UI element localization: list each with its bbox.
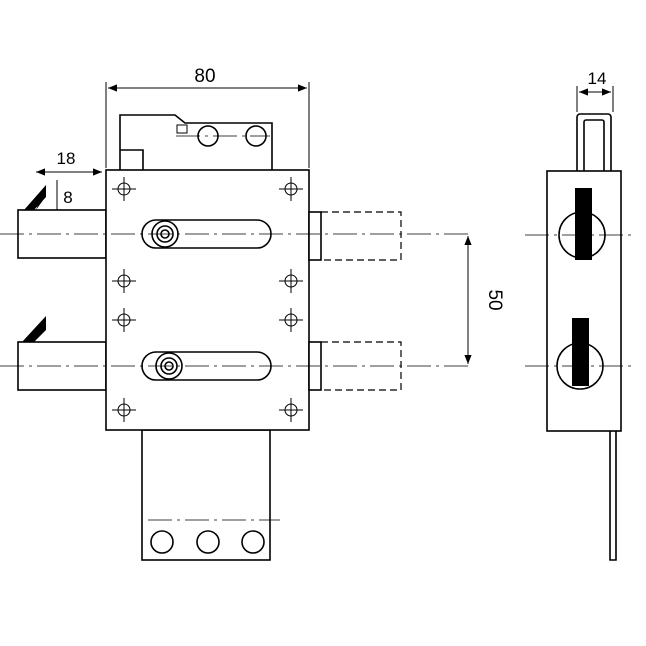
bolt-hook-tip	[24, 185, 46, 210]
dimension-14-label: 14	[588, 69, 607, 88]
dimension-50: 50	[464, 236, 505, 364]
right-bolt-stub-upper	[308, 211, 322, 261]
extended-bolt-upper	[321, 211, 402, 261]
dimension-80: 80	[105, 66, 310, 168]
top-plate-outline	[119, 114, 273, 170]
side-cam-lower-bar	[572, 318, 589, 386]
side-cam-upper-bar	[575, 188, 592, 260]
side-bottom-strap	[609, 431, 617, 561]
bolt-hook	[22, 316, 46, 342]
bottom-plate-hole-1	[150, 530, 174, 554]
top-plate-notch	[120, 149, 144, 170]
lock-side-view	[525, 113, 636, 561]
dimension-8-label: 8	[63, 188, 72, 207]
screw-hole-center-marks	[112, 177, 303, 422]
lock-body-outline	[105, 169, 310, 431]
dimension-14: 14	[576, 69, 614, 112]
top-plate-slot	[176, 124, 188, 134]
bottom-plate-hole-2	[196, 530, 220, 554]
dimension-50-label: 50	[484, 289, 505, 310]
top-mounting-plate	[119, 114, 273, 170]
bottom-mounting-plate	[141, 429, 280, 561]
dimension-18: 18	[36, 149, 102, 176]
dimension-18-label: 18	[57, 149, 76, 168]
top-plate-hole-2	[245, 125, 267, 147]
bottom-plate-outline	[141, 429, 271, 561]
top-plate-hole-1	[197, 125, 219, 147]
dimension-80-label: 80	[194, 66, 215, 87]
dimension-8: 8	[56, 180, 73, 210]
left-bolt-lower	[17, 316, 107, 391]
side-top-strap-inner	[583, 119, 605, 175]
side-top-strap-outer	[576, 113, 612, 175]
bottom-plate-hole-3	[241, 530, 265, 554]
left-bolt-upper	[17, 185, 107, 259]
lock-body-front	[105, 169, 402, 431]
